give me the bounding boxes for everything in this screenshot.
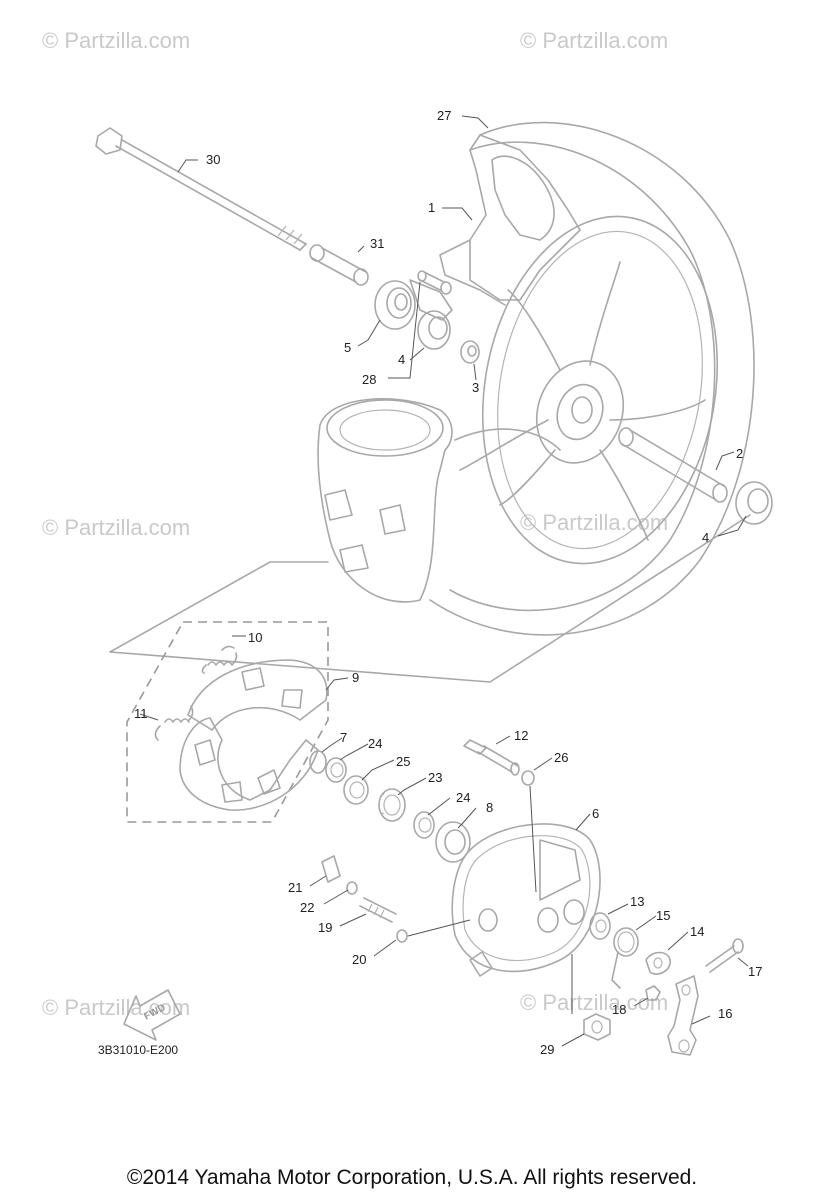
callout-24-upper: 24 [368,736,382,751]
o-ring-26 [521,770,535,786]
callout-19: 19 [318,920,332,935]
callout-16: 16 [718,1006,732,1021]
bearing-5 [374,280,416,330]
callout-5: 5 [344,340,351,355]
callout-10: 10 [248,630,262,645]
watermark: © Partzilla.com [520,28,668,53]
axle [95,127,307,251]
assembly-frame [109,514,751,683]
callout-4-lower: 4 [702,530,709,545]
callout-2: 2 [736,446,743,461]
screw-19 [359,897,397,923]
spring-15 [611,927,639,989]
ring-25 [343,775,369,805]
callout-30: 30 [206,152,220,167]
callout-12: 12 [514,728,528,743]
wheel-tire [317,121,773,636]
collar [309,244,369,286]
callout-27: 27 [437,108,451,123]
callout-28: 28 [362,372,376,387]
callout-11: 11 [134,706,148,721]
watermark: © Partzilla.com [520,510,668,535]
callout-15: 15 [656,908,670,923]
pin-28 [417,270,452,295]
callout-20: 20 [352,952,366,967]
brake-shoe-group [126,621,329,823]
callout-23: 23 [428,770,442,785]
watermark: © Partzilla.com [42,28,190,53]
callout-4-upper: 4 [398,352,405,367]
indicator-14 [645,951,671,975]
callout-17: 17 [748,964,762,979]
callout-6: 6 [592,806,599,821]
callout-8: 8 [486,800,493,815]
bearing-4-upper [417,310,451,350]
o-ring-20 [396,929,408,943]
callout-22: 22 [300,900,314,915]
brake-plate-6 [451,823,601,977]
callout-29: 29 [540,1042,554,1057]
oil-seal-8 [435,821,471,863]
cap-21 [321,855,341,883]
washer-24-lower [413,811,435,839]
copyright-notice: ©2014 Yamaha Motor Corporation, U.S.A. A… [126,1166,698,1189]
watermark: © Partzilla.com [42,515,190,540]
bolt-17 [705,938,744,973]
callout-31: 31 [370,236,384,251]
callout-7: 7 [340,730,347,745]
gear-23 [378,788,406,822]
lever-16 [667,975,699,1056]
callout-26: 26 [554,750,568,765]
watermark: © Partzilla.com [520,990,668,1015]
callout-25: 25 [396,754,410,769]
callout-24-lower: 24 [456,790,470,805]
washer-13 [589,912,611,940]
callout-21: 21 [288,880,302,895]
diagram-code: 3B31010-E200 [98,1043,178,1057]
camshaft-12 [463,739,520,776]
nut-29 [583,1013,611,1041]
callout-14: 14 [690,924,704,939]
callout-9: 9 [352,670,359,685]
watermark: © Partzilla.com [42,995,190,1020]
callout-3: 3 [472,380,479,395]
callouts: 27 1 30 31 5 4 3 28 2 4 10 9 11 7 24 25 … [134,108,762,1057]
washer-22 [346,881,358,895]
callout-18: 18 [612,1002,626,1017]
spacer-3 [460,340,480,364]
washer-24-upper [325,757,347,783]
washer-7 [309,750,327,774]
leader-lines [139,115,749,1047]
callout-1: 1 [428,200,435,215]
callout-13: 13 [630,894,644,909]
